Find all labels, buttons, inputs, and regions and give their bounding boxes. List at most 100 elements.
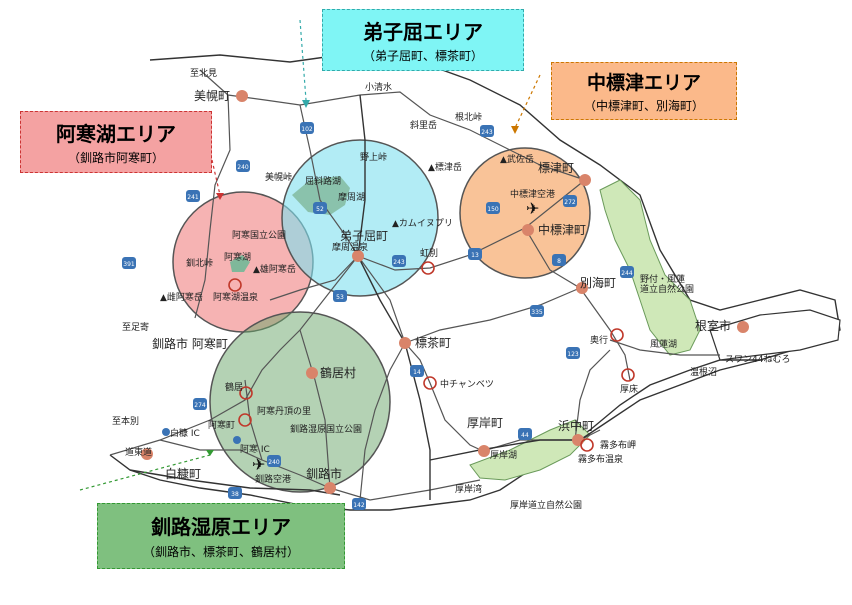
- route-shield: 240: [267, 455, 281, 467]
- route-shield: 13: [468, 248, 482, 260]
- route-number: 240: [237, 164, 249, 171]
- town-dot-nakashibetsu: [522, 224, 534, 236]
- label-to-ashoro: 至足寄: [122, 321, 149, 333]
- label-akkeshi-bay: 厚岸湾: [455, 483, 482, 495]
- callout-subtitle: （釧路市阿寒町）: [67, 151, 164, 165]
- label-akan-ic: 阿寒 IC: [240, 443, 270, 455]
- label-konpoku: 根北峠: [455, 111, 482, 123]
- route-number: 241: [187, 194, 199, 201]
- kushiro-area-circle[interactable]: [209, 311, 391, 493]
- town-hamanaka: 浜中町: [558, 418, 594, 433]
- route-shield: 14: [410, 365, 424, 377]
- label-onnetou: 温根沼: [690, 366, 717, 378]
- town-teshikaga: 弟子屈町: [340, 229, 388, 243]
- town-kushiro-akan: 釧路市 阿寒町: [152, 336, 228, 351]
- label-akanko: 阿寒湖: [224, 251, 251, 263]
- nakashibetsu-callout[interactable]: 中標津エリア （中標津町、別海町）: [551, 62, 737, 120]
- route-number: 274: [194, 402, 206, 409]
- town-dot-bihoro: [236, 90, 248, 102]
- town-dot-akkeshi: [478, 445, 490, 457]
- route-shield: 241: [186, 190, 200, 202]
- town-dot-shibetsu: [579, 174, 591, 186]
- akanko-lake: [230, 255, 250, 272]
- town-shiranuka: 白糠町: [165, 466, 201, 481]
- kushiro-leader-arrow: [206, 450, 214, 456]
- label-notsuke-park: 道立自然公園: [640, 283, 694, 295]
- route-number: 123: [567, 351, 579, 358]
- town-bihoro: 美幌町: [194, 88, 230, 103]
- route-number: 38: [231, 491, 239, 498]
- railways: [129, 94, 761, 500]
- teshikaga-area-circle[interactable]: [281, 139, 439, 297]
- route-shield: 243: [392, 255, 406, 267]
- callout-subtitle: （弟子屈町、標茶町）: [362, 49, 483, 63]
- label-tsurui-marker: 鶴居: [225, 381, 243, 393]
- route-shield: 243: [480, 125, 494, 137]
- town-nakashibetsu: 中標津町: [538, 222, 586, 237]
- label-kussharo: 屈斜路湖: [305, 175, 341, 187]
- label-shibetsudake: ▲標津岳: [428, 161, 462, 173]
- route-shield: 335: [530, 305, 544, 317]
- callout-subtitle: （釧路市、標茶町、鶴居村）: [142, 545, 299, 559]
- route-shield: 52: [313, 202, 327, 214]
- label-swan: スワン44ねむろ: [725, 354, 790, 365]
- route-number: 150: [487, 206, 499, 213]
- route-number: 243: [393, 259, 405, 266]
- label-shari: 斜里岳: [410, 119, 437, 131]
- route-number: 243: [481, 129, 493, 136]
- shiranuka-ic-dot: [162, 428, 170, 436]
- route-shield: 240: [236, 160, 250, 172]
- label-akan-park: 阿寒国立公園: [232, 229, 286, 241]
- teshikaga-callout[interactable]: 弟子屈エリア （弟子屈町、標茶町）: [322, 9, 524, 71]
- label-kushiro-airport: 釧路空港: [255, 473, 291, 485]
- route-shield: 102: [300, 122, 314, 134]
- route-shield: 142: [352, 498, 366, 510]
- kussharo-lake: [292, 176, 350, 215]
- label-akkeshi-lake: 厚岸湖: [490, 450, 517, 461]
- callout-leaders: [79, 19, 541, 491]
- town-dots: [141, 90, 749, 494]
- route-number: 335: [531, 309, 543, 316]
- label-bihoro-pass: 美幌峠: [265, 171, 292, 183]
- label-kiritappu: 霧多布岬: [600, 439, 636, 451]
- route-number: 142: [353, 502, 365, 509]
- label-akkeshi-park: 厚岸道立自然公園: [510, 499, 582, 511]
- label-nobori: 野上峠: [360, 151, 387, 163]
- kushiro-callout[interactable]: 釧路湿原エリア （釧路市、標茶町、鶴居村）: [97, 503, 345, 569]
- route-shield: 38: [228, 487, 242, 499]
- airplane-icon: ✈: [526, 199, 539, 218]
- route-shields: 102 240 243 241 391 52 53 150 272 244 33…: [122, 122, 634, 510]
- town-shibecha: 標茶町: [415, 335, 451, 350]
- route-number: 53: [336, 294, 344, 301]
- label-atsutoko: 厚床: [620, 383, 638, 395]
- airplane-icon: ✈: [252, 455, 265, 474]
- callout-title: 弟子屈エリア: [363, 20, 483, 44]
- callout-title: 釧路湿原エリア: [151, 515, 291, 539]
- label-to-kitami: 至北見: [190, 68, 217, 79]
- label-mashu: 摩周湖: [338, 191, 365, 203]
- route-shield: 8: [552, 254, 566, 266]
- map-labels: 至北見 小清水 斜里岳 根北峠 美幌峠 野上峠 ▲武佐岳 ▲標津岳 中標津空港 …: [112, 68, 790, 511]
- town-dot-teshikaga: [352, 250, 364, 262]
- town-dot-kushiro: [324, 482, 336, 494]
- route-number: 240: [268, 459, 280, 466]
- route-shield: 53: [333, 290, 347, 302]
- label-shiranuka-ic: 白糠 IC: [170, 427, 200, 439]
- label-kamuinupuri: ▲カムイヌプリ: [392, 218, 453, 229]
- label-kiritappu-onsen: 霧多布温泉: [578, 453, 623, 465]
- route-shield: 274: [193, 398, 207, 410]
- akan-ic-dot: [233, 436, 241, 444]
- callout-subtitle: （中標津町、別海町）: [583, 99, 704, 113]
- teshikaga-leader-arrow: [302, 100, 310, 108]
- label-doto: 道東道: [125, 446, 152, 458]
- akan-leader-arrow: [216, 193, 224, 200]
- nakashibetsu-area-circle[interactable]: [459, 147, 591, 279]
- label-akanko-onsen: 阿寒湖温泉: [213, 291, 258, 303]
- town-kushiro: 釧路市: [306, 466, 342, 481]
- route-number: 8: [557, 258, 561, 265]
- label-notsuke: 野付・風蓮: [640, 273, 685, 285]
- route-shield: 123: [566, 347, 580, 359]
- akanko-callout[interactable]: 阿寒湖エリア （釧路市阿寒町）: [20, 111, 212, 173]
